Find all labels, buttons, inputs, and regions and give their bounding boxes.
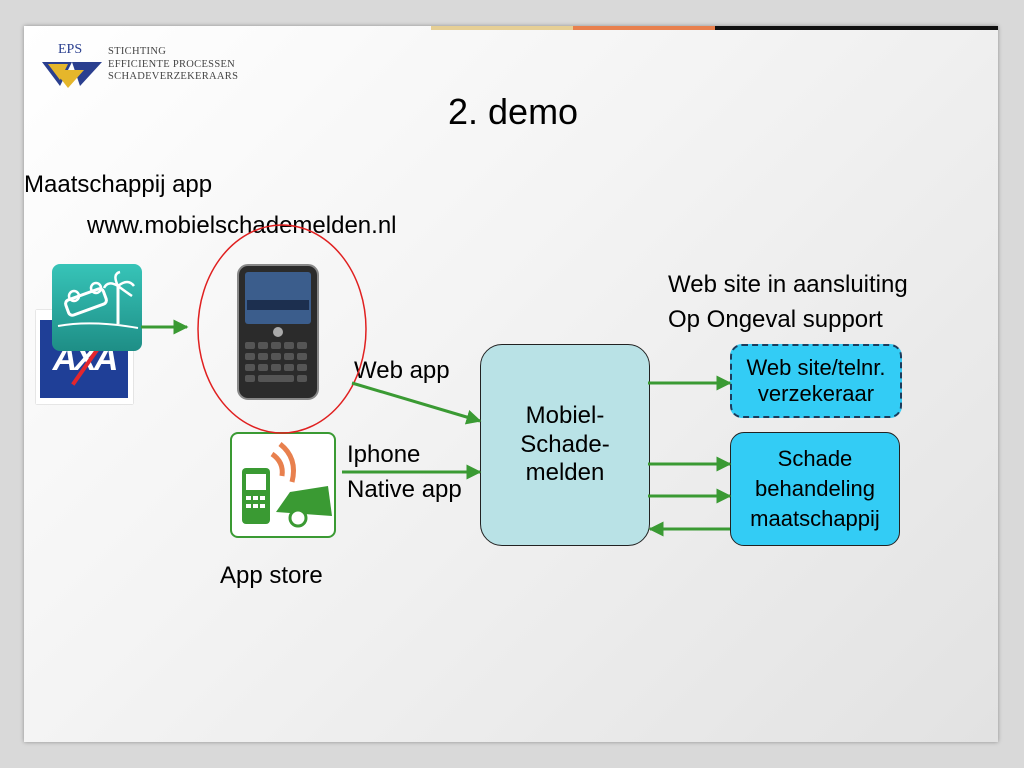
page-title: 2. demo: [448, 91, 579, 132]
website-caption-line-2: Op Ongeval support: [668, 306, 883, 333]
top-stripe-3: [715, 26, 998, 30]
app-store-label: App store: [220, 562, 323, 589]
eps-logo: EPS: [38, 42, 106, 90]
top-stripe-1: [431, 26, 573, 30]
web-app-label: Web app: [354, 357, 450, 384]
schade-box-label: Schade behandeling maatschappij: [750, 446, 880, 531]
native-app-label: Native app: [347, 476, 462, 503]
blackberry-phone-icon: [237, 264, 319, 400]
center-box-label: Mobiel- Schade- melden: [520, 401, 610, 487]
slide: EPS STICHTING EFFICIENTE PROCESSEN SCHAD…: [24, 26, 998, 742]
iphone-label: Iphone: [347, 441, 421, 468]
eps-abbr: EPS: [58, 42, 83, 57]
eps-logo-icon: [42, 62, 102, 88]
arrow-webapp-to-center: [351, 381, 482, 425]
accident-app-icon: [52, 264, 142, 351]
top-stripe-2: [573, 26, 715, 30]
eps-logo-text: STICHTING EFFICIENTE PROCESSEN SCHADEVER…: [108, 46, 238, 84]
crash-phone-app-icon: [230, 432, 336, 538]
url-text: www.mobielschademelden.nl: [87, 212, 397, 239]
connector-overlay: [141, 224, 732, 537]
section-heading: Maatschappij app: [24, 171, 213, 198]
schade-behandeling-box: Schade behandeling maatschappij: [730, 432, 900, 546]
website-caption-line-1: Web site in aansluiting: [668, 271, 908, 298]
highlight-circle: [197, 224, 367, 434]
mobiel-schade-melden-box: Mobiel- Schade- melden: [480, 344, 650, 546]
logo-line-2: EFFICIENTE PROCESSEN: [108, 58, 236, 70]
logo-line-1: STICHTING: [108, 46, 167, 57]
website-verzekeraar-box: Web site/telnr. verzekeraar: [730, 344, 902, 418]
website-box-label: Web site/telnr. verzekeraar: [746, 354, 886, 406]
logo-line-3: SCHADEVERZEKERAARS: [108, 71, 239, 83]
